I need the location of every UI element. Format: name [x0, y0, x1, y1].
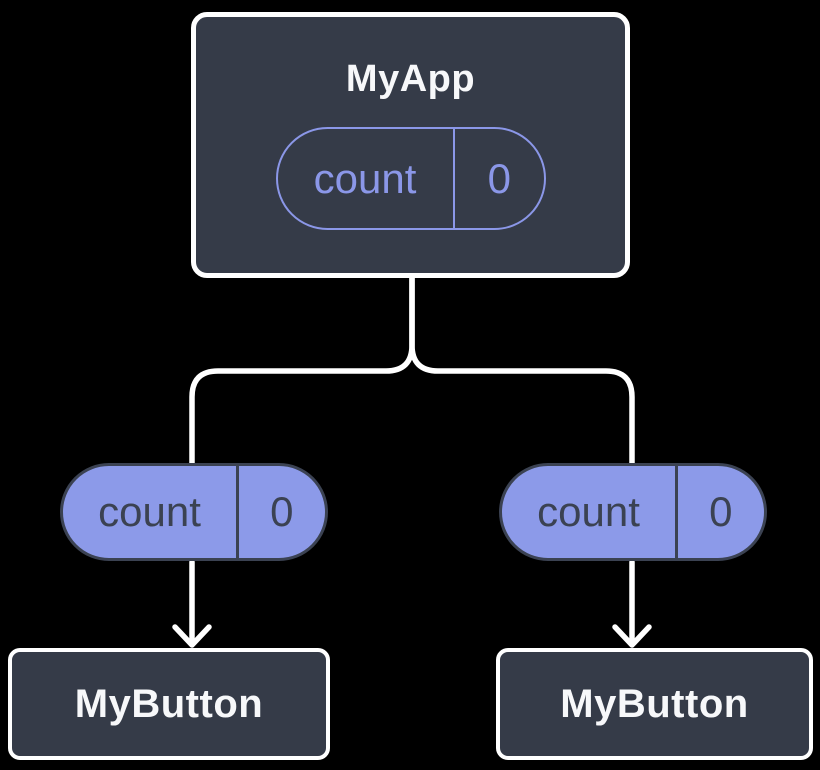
state-pill-left-child: count 0: [60, 463, 328, 561]
right-arrow-head: [612, 624, 652, 648]
state-value-label: 0: [709, 488, 733, 535]
component-title-myapp: MyApp: [345, 58, 476, 100]
state-pill-right-child: count 0: [499, 463, 767, 561]
state-value-label: 0: [270, 488, 294, 535]
state-value-label: 0: [487, 154, 511, 202]
component-node-mybutton-left: MyButton: [8, 648, 330, 760]
pill-divider: [236, 466, 239, 558]
state-name-label: count: [537, 488, 640, 535]
pill-divider: [675, 466, 678, 558]
state-pill-root: count 0: [275, 127, 546, 230]
left-arrow-head: [172, 624, 212, 648]
component-node-myapp: MyApp count 0: [191, 12, 630, 278]
component-title-mybutton: MyButton: [560, 681, 749, 726]
tree-branch-left-line: [189, 275, 415, 467]
state-name-label: count: [98, 488, 201, 535]
state-name-label: count: [313, 154, 417, 202]
tree-branch-right-line: [409, 275, 635, 467]
component-node-mybutton-right: MyButton: [496, 648, 813, 760]
pill-divider: [452, 129, 455, 228]
component-title-mybutton: MyButton: [74, 681, 264, 726]
